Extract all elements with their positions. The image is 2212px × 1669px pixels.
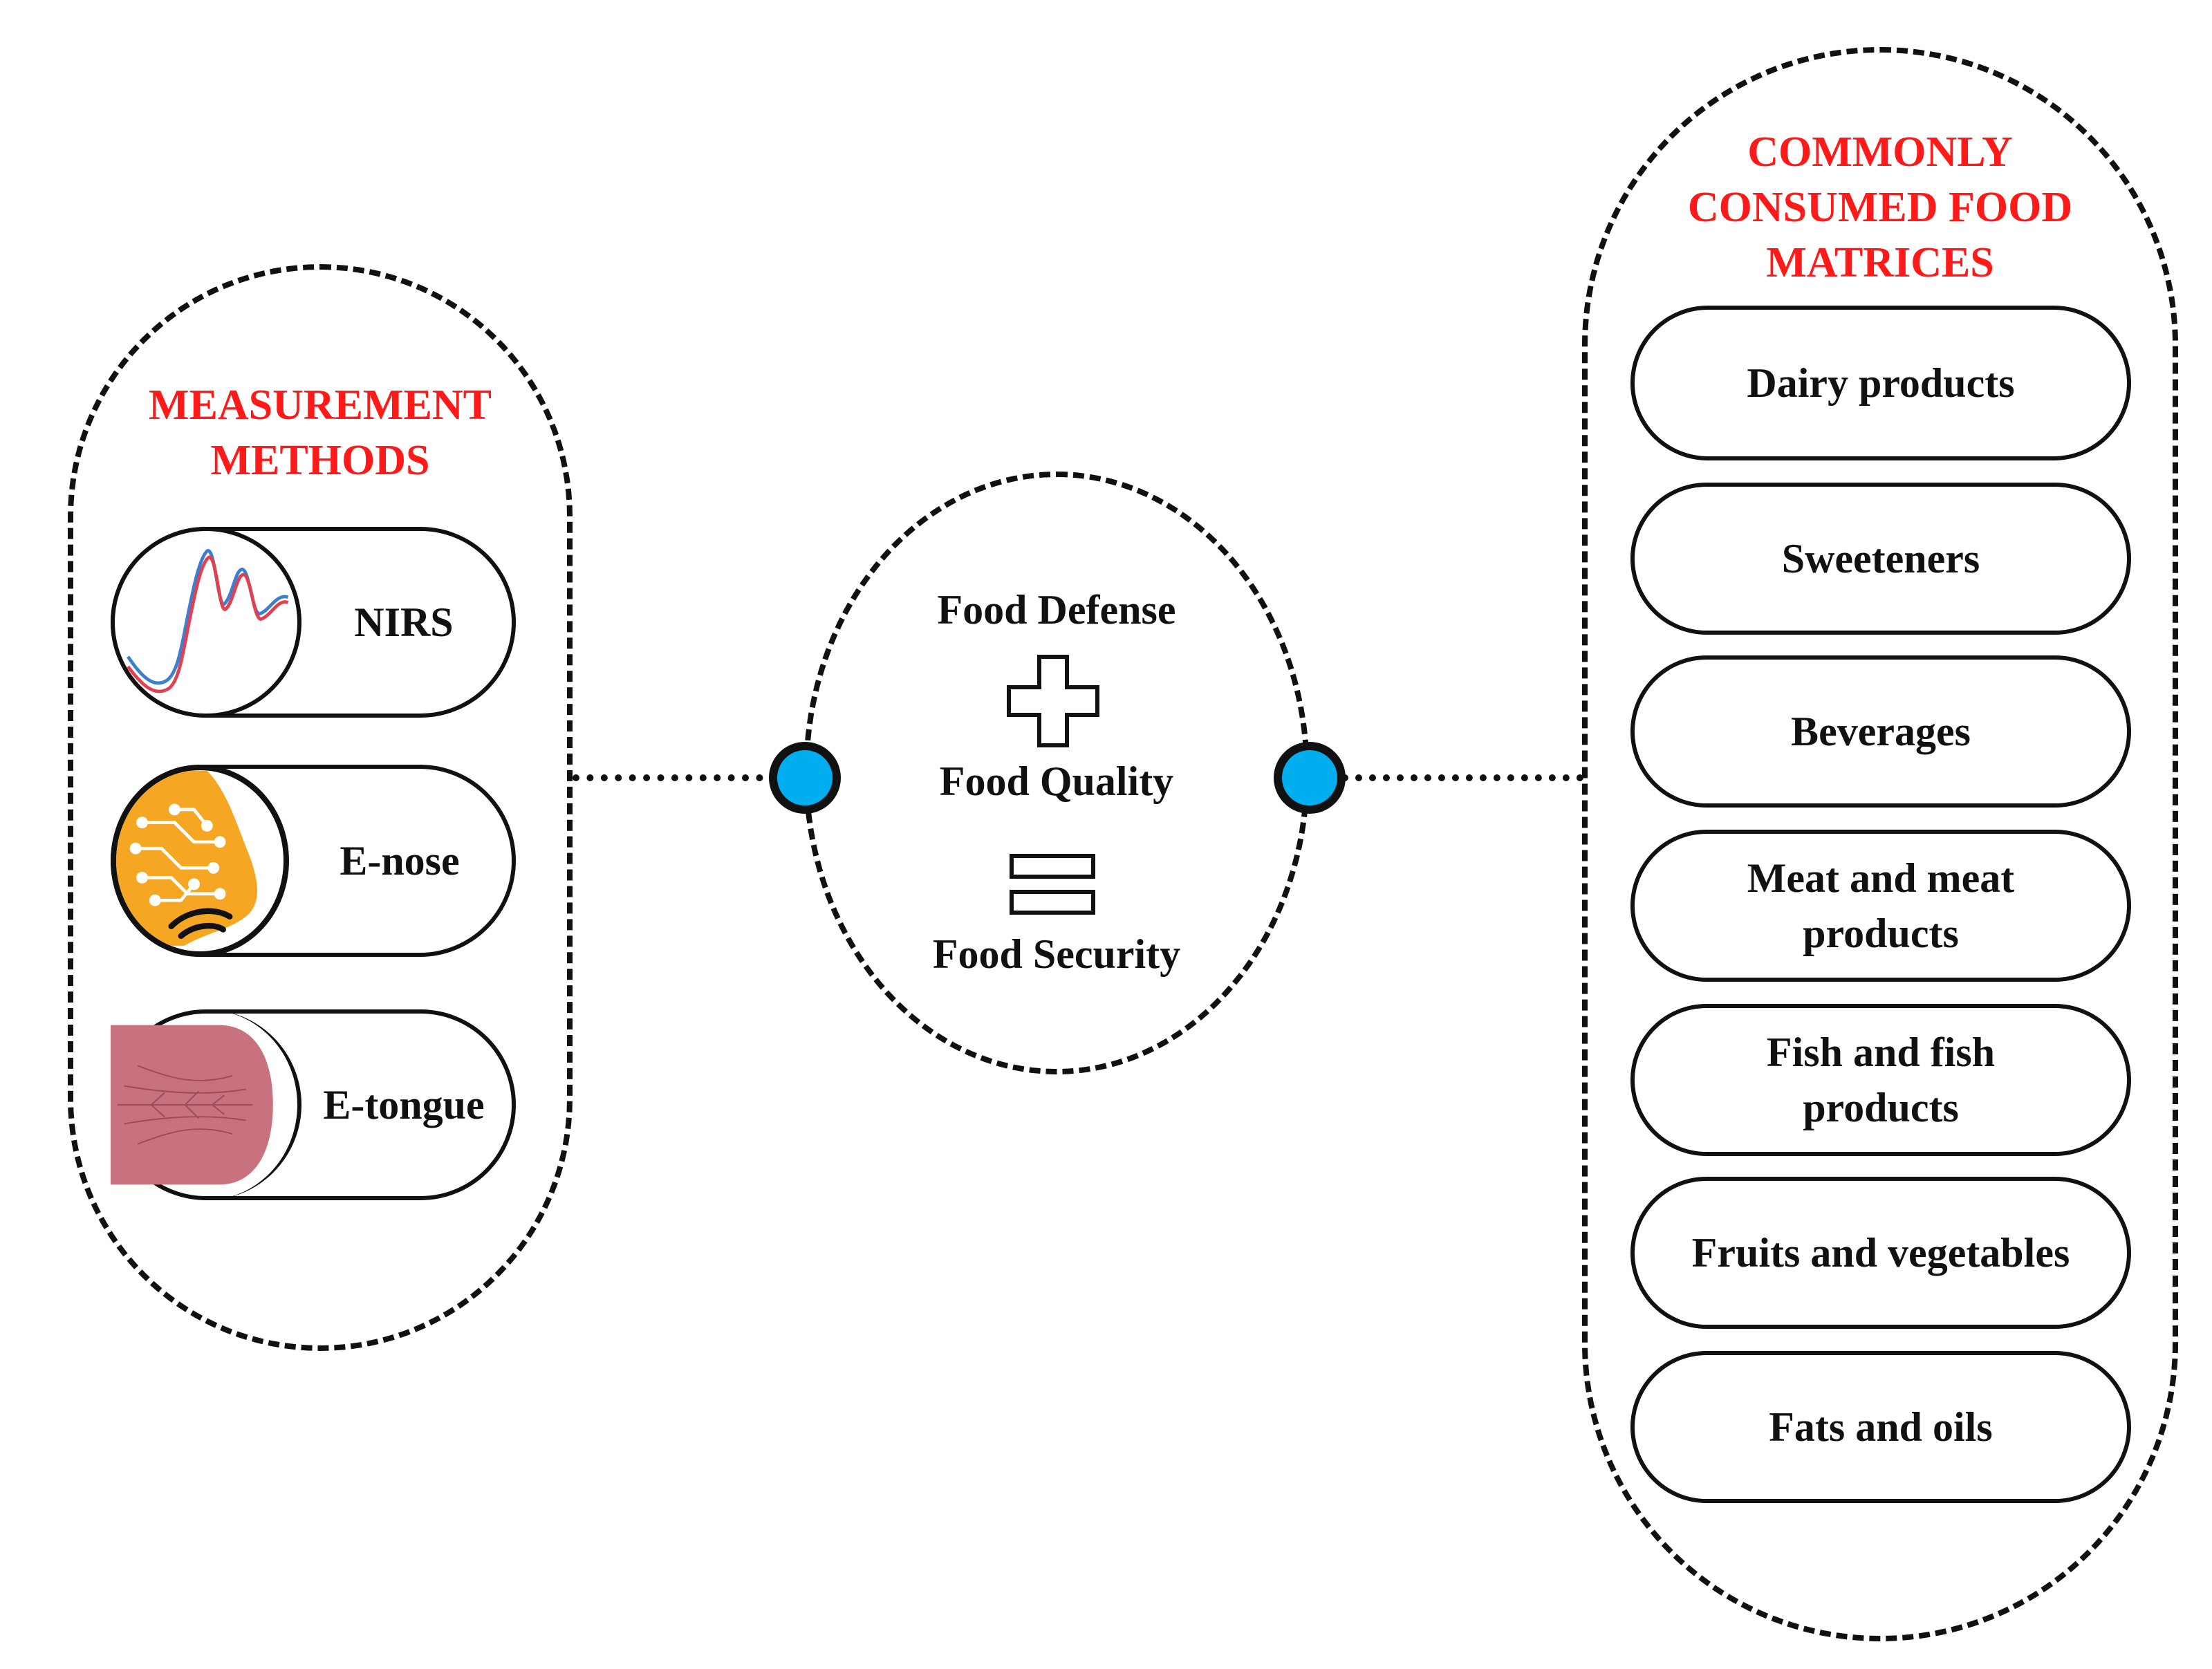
food-item-line: products [1803,911,1959,956]
plus-icon [1007,655,1099,747]
food-item-line: Fruits and vegetables [1691,1230,2070,1276]
tongue-icon [111,1009,301,1200]
food-item-line: Fats and oils [1769,1404,1993,1450]
equals-icon [1010,854,1095,915]
measurement-methods-title: MEASUREMENT METHODS [68,377,573,488]
title-line: MEASUREMENT [148,382,492,429]
food-item-dairy: Dairy products [1630,306,2131,460]
title-line: COMMONLY [1747,129,2013,176]
measurement-methods-panel [68,264,573,1351]
food-matrices-panel [1582,47,2178,1641]
nose-circuit-icon [111,765,289,957]
food-security-label: Food Security [932,931,1181,977]
food-item-fats-oils: Fats and oils [1630,1351,2131,1503]
food-quality-label: Food Quality [939,758,1174,804]
food-matrices-title: COMMONLY CONSUMED FOOD MATRICES [1582,124,2178,290]
food-item-line: products [1803,1085,1959,1130]
spectrum-icon [111,527,301,718]
connector-right [1341,774,1583,781]
food-item-fish: Fish and fish products [1630,1004,2131,1156]
method-enose: E-nose [111,765,516,957]
title-line: METHODS [210,437,430,484]
connector-node-right [1274,742,1346,814]
title-line: MATRICES [1766,239,1994,286]
method-label: E-tongue [323,1081,485,1128]
food-item-meat: Meat and meat products [1630,830,2131,982]
food-item-sweeteners: Sweeteners [1630,483,2131,635]
method-etongue: E-tongue [111,1009,516,1200]
food-item-line: Dairy products [1747,360,2015,406]
method-label: NIRS [354,599,454,645]
method-nirs: NIRS [111,527,516,718]
food-item-fruits-vegetables: Fruits and vegetables [1630,1177,2131,1329]
food-item-beverages: Beverages [1630,655,2131,808]
food-defense-label: Food Defense [937,587,1176,633]
method-label: E-nose [340,837,460,884]
food-item-line: Fish and fish [1766,1029,1996,1075]
food-item-line: Meat and meat [1747,855,2015,901]
title-line: CONSUMED FOOD [1687,184,2073,231]
food-item-line: Beverages [1791,709,1971,754]
connector-left [573,774,777,781]
food-item-line: Sweeteners [1781,536,1980,581]
